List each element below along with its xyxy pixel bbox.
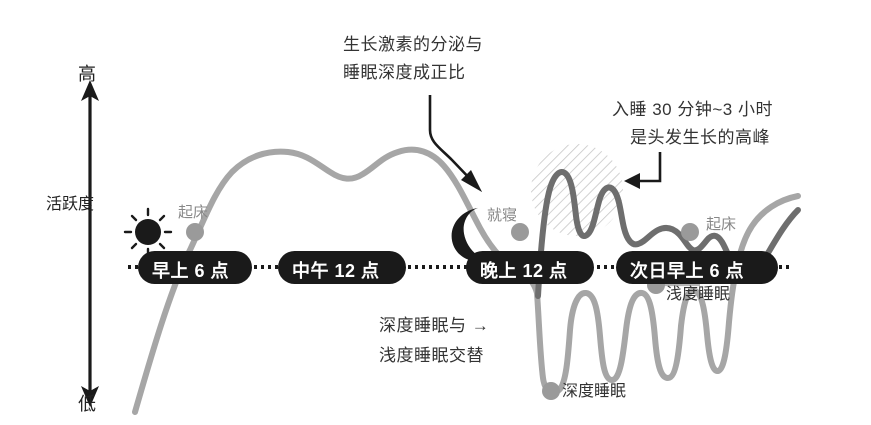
annotation-hair-peak-line2: 是头发生长的高峰 — [630, 128, 770, 147]
annotation-hair-peak-line1: 入睡 30 分钟~3 小时 — [612, 100, 773, 119]
annotation-sleep-alternation-line1: 深度睡眠与 → — [379, 316, 490, 335]
annotation-sleep-alternation-line2: 浅度睡眠交替 — [379, 346, 484, 365]
marker-label-bedtime: 就寝 — [487, 207, 518, 224]
pill-label-noon[interactable]: 中午 12 点 — [292, 261, 380, 281]
label-deep-sleep: 深度睡眠 — [562, 383, 627, 400]
pill-early-morning[interactable] — [138, 251, 252, 284]
hair-peak-leader — [624, 152, 662, 189]
axis-title-activity: 活跃度 — [46, 196, 95, 213]
pill-label-next-morning[interactable]: 次日早上 6 点 — [630, 261, 745, 281]
pill-next-morning[interactable] — [616, 251, 778, 284]
annotation-growth-hormone-line1: 生长激素的分泌与 — [343, 35, 483, 54]
deep-sleep-dot — [542, 382, 560, 400]
sun-icon — [123, 207, 173, 257]
annotation-growth-hormone-line2: 睡眠深度成正比 — [343, 63, 466, 82]
wake-morning-dot — [186, 223, 204, 241]
axis-arrow-up — [81, 80, 99, 101]
pill-noon[interactable] — [278, 251, 406, 284]
moon-icon — [451, 207, 487, 262]
pill-midnight[interactable] — [466, 251, 594, 284]
hair-growth-peak-highlight — [531, 144, 623, 236]
axis-label-high: 高 — [78, 64, 96, 84]
bedtime-dot — [511, 223, 529, 241]
axis-label-low: 低 — [78, 394, 96, 414]
marker-label-wake-morning: 起床 — [178, 204, 209, 221]
timeline-pills — [138, 251, 778, 284]
vertical-axis — [81, 80, 99, 407]
pill-label-early-morning[interactable]: 早上 6 点 — [152, 261, 230, 281]
sleep-depth-curve — [534, 269, 739, 396]
label-light-sleep: 浅度睡眠 — [666, 286, 731, 303]
wake-next-day-dot — [681, 223, 699, 241]
marker-label-wake-next-day: 起床 — [706, 216, 737, 233]
growth-hormone-leader — [428, 95, 482, 192]
axis-arrow-down — [81, 386, 99, 407]
pill-label-midnight[interactable]: 晚上 12 点 — [480, 261, 568, 281]
